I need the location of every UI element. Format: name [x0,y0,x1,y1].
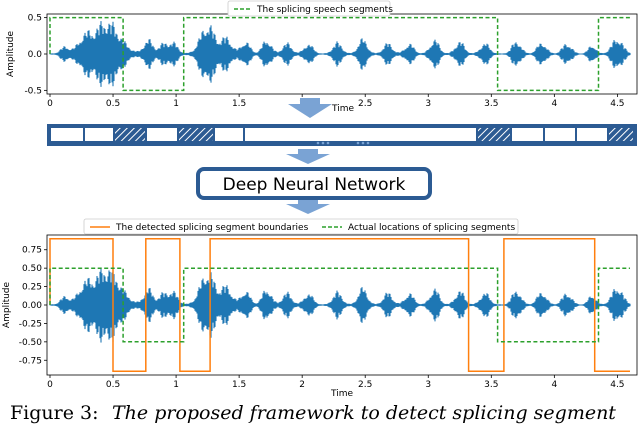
series-line [49,237,630,373]
x-tick-label: 4 [551,380,557,390]
strip-cell [115,128,145,141]
bottom-ylabel: Amplitude [2,281,12,328]
y-tick-label: 0.75 [22,246,42,256]
down-arrow-1 [288,98,332,118]
strip-cell [179,128,213,141]
y-tick-label: -0.5 [24,86,42,96]
top-segment-lines [49,16,630,92]
strip-cell [147,128,177,141]
top-legend: The splicing speech segments [227,0,393,17]
x-tick-label: 0 [47,99,53,109]
top-waveform [49,21,631,87]
strip-cell [577,128,607,141]
x-tick-label: 0.5 [106,380,120,390]
dnn-box [196,167,432,200]
y-tick-label: -0.25 [19,319,42,329]
x-tick-label: 2 [299,380,305,390]
y-tick-label: 0.0 [28,50,43,60]
x-tick-label: 2.5 [358,99,372,109]
strip-ellipsis [316,141,370,145]
x-tick-label: 1.5 [232,99,246,109]
dnn-block: Deep Neural Network [196,167,432,200]
series-line [49,267,630,343]
caption-text: The proposed framework to detect splicin… [112,402,616,424]
strip-cell [51,128,83,141]
strip-cell [245,128,476,141]
strip-cell [478,128,510,141]
down-arrow-2 [286,149,330,164]
top-ticks: 00.511.522.533.544.50.50.0-0.5 [24,14,624,109]
x-tick-label: 3.5 [484,380,498,390]
bottom-legend-label-actual: Actual locations of splicing segments [348,223,515,233]
x-tick-label: 4.5 [610,380,624,390]
x-tick-label: 2.5 [358,380,372,390]
x-tick-label: 3 [425,380,431,390]
strip-cell [85,128,113,141]
x-tick-label: 1.5 [232,380,246,390]
strip-cells [51,128,635,141]
y-tick-label: 0.00 [22,301,42,311]
segment-strip [47,124,637,146]
bottom-legend: The detected splicing segment boundaries… [83,218,519,235]
strip-cell [609,128,633,141]
x-tick-label: 0 [47,380,53,390]
series-line [49,16,630,92]
x-tick-label: 1 [173,380,179,390]
y-tick-label: -0.50 [19,338,43,348]
top-plot: 00.511.522.533.544.50.50.0-0.5 Amplitude… [6,0,638,114]
x-tick-label: 4.5 [610,99,624,109]
y-tick-label: -0.75 [19,356,42,366]
bottom-legend-box [83,218,519,235]
top-xlabel: Time [331,104,354,114]
caption-label: Figure 3: [10,402,99,424]
y-tick-label: 0.5 [28,14,42,24]
x-tick-label: 4 [551,99,557,109]
bottom-xlabel: Time [330,389,353,399]
dnn-label: Deep Neural Network [223,175,406,195]
figure-caption: Figure 3: The proposed framework to dete… [10,402,616,424]
bottom-waveform [49,267,631,343]
strip-cell [545,128,575,141]
top-ylabel: Amplitude [6,30,16,77]
top-legend-label: The splicing speech segments [256,5,393,15]
top-legend-box [227,0,391,17]
strip-cell [215,128,243,141]
x-tick-label: 3.5 [484,99,498,109]
x-tick-label: 3 [425,99,431,109]
strip-cell [512,128,543,141]
bottom-legend-label-boundaries: The detected splicing segment boundaries [115,223,309,233]
bottom-boundary-lines [49,237,630,373]
y-tick-label: 0.25 [22,283,42,293]
bottom-plot: 0 0.5 1 1.5 2 2.5 3 3.5 4 4.5 0.75 0.50 0.25 0.00 -0.2… [2,218,638,399]
bottom-ticks: 0 0.5 1 1.5 2 2.5 3 3.5 4 4.5 0.75 0.50 0.25 0.00 -0.2… [19,246,625,390]
x-tick-label: 1 [173,99,179,109]
y-tick-label: 0.50 [22,264,42,274]
x-tick-label: 0.5 [106,99,120,109]
down-arrow-3 [286,200,330,214]
